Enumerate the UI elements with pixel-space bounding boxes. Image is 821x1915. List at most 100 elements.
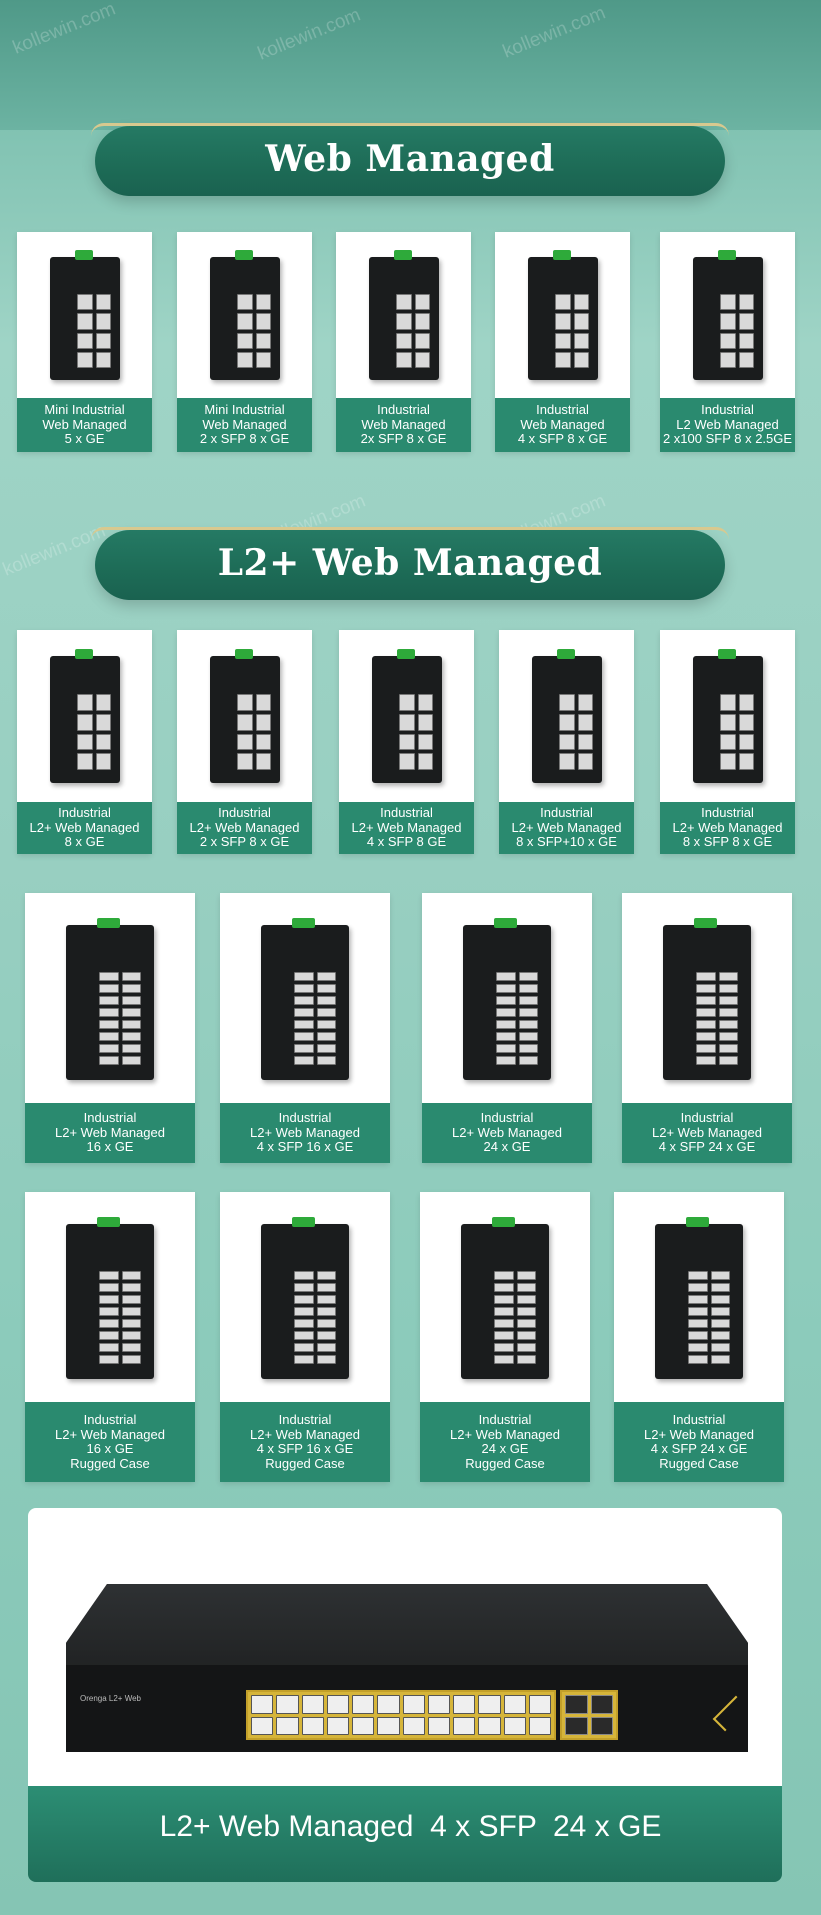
featured-sfp-ports bbox=[560, 1690, 618, 1740]
ethernet-port bbox=[77, 313, 93, 330]
ethernet-port bbox=[516, 1295, 536, 1304]
ethernet-port bbox=[77, 733, 93, 751]
ethernet-port bbox=[710, 1295, 730, 1304]
ethernet-port bbox=[696, 1056, 716, 1065]
ethernet-port bbox=[301, 1695, 324, 1714]
product-label-line: 16 x GE bbox=[86, 1441, 134, 1456]
switch-device-icon bbox=[663, 918, 751, 1080]
ethernet-port bbox=[516, 1283, 536, 1292]
ethernet-port bbox=[77, 332, 93, 349]
ethernet-port bbox=[559, 713, 575, 731]
ethernet-port bbox=[738, 713, 754, 731]
ethernet-port bbox=[294, 1295, 314, 1304]
ethernet-ports bbox=[77, 294, 111, 368]
ethernet-port bbox=[99, 1056, 119, 1065]
product-image bbox=[25, 1192, 195, 1402]
ethernet-port bbox=[294, 972, 314, 981]
ethernet-port bbox=[516, 1343, 536, 1352]
section-banner-l2plus: L2+ Web Managed bbox=[91, 527, 729, 600]
ethernet-ports bbox=[720, 294, 754, 368]
product-image bbox=[336, 232, 471, 398]
product-label-line: Mini Industrial bbox=[204, 402, 285, 418]
ethernet-ports bbox=[99, 1271, 141, 1364]
ethernet-port bbox=[738, 351, 754, 368]
ethernet-port bbox=[738, 733, 754, 751]
ethernet-port bbox=[696, 972, 716, 981]
product-label-line: Industrial bbox=[218, 805, 271, 821]
ethernet-port bbox=[255, 733, 271, 751]
ethernet-port bbox=[516, 1355, 536, 1364]
ethernet-port bbox=[688, 1331, 708, 1340]
product-label-line: Web Managed bbox=[202, 416, 287, 432]
ethernet-port bbox=[688, 1307, 708, 1316]
ethernet-port bbox=[316, 1331, 336, 1340]
ethernet-port bbox=[414, 294, 430, 311]
ethernet-port bbox=[573, 351, 589, 368]
ethernet-port bbox=[518, 996, 538, 1005]
ethernet-port bbox=[99, 1307, 119, 1316]
ethernet-port bbox=[478, 1716, 501, 1735]
ethernet-port bbox=[738, 294, 754, 311]
product-label-line: L2+ Web Managed bbox=[450, 1426, 560, 1442]
ethernet-port bbox=[99, 1319, 119, 1328]
ethernet-port bbox=[95, 294, 111, 311]
ethernet-port bbox=[294, 1056, 314, 1065]
featured-caption: L2+ Web Managed 4 x SFP 24 x GE bbox=[159, 1810, 662, 1843]
product-image bbox=[220, 1192, 390, 1402]
ethernet-port bbox=[573, 332, 589, 349]
ethernet-port bbox=[720, 294, 736, 311]
product-label-line: 4 x SFP 24 x GE bbox=[650, 1441, 748, 1456]
product-image bbox=[177, 232, 312, 398]
ethernet-port bbox=[121, 1271, 141, 1280]
ethernet-port bbox=[99, 1283, 119, 1292]
switch-device-icon bbox=[50, 250, 120, 380]
ethernet-port bbox=[326, 1716, 349, 1735]
ethernet-port bbox=[377, 1695, 400, 1714]
section-banner-web-managed: Web Managed bbox=[91, 123, 729, 196]
ethernet-port bbox=[95, 351, 111, 368]
ethernet-port bbox=[251, 1716, 274, 1735]
product-label-line: 4 x SFP 16 x GE bbox=[256, 1441, 354, 1456]
ethernet-port bbox=[251, 1695, 274, 1714]
ethernet-port bbox=[518, 984, 538, 993]
ethernet-port bbox=[377, 1716, 400, 1735]
product-label-line: Industrial bbox=[680, 1110, 734, 1126]
ethernet-port bbox=[294, 1008, 314, 1017]
product-label-line: 4 x SFP 16 x GE bbox=[256, 1139, 354, 1155]
ethernet-port bbox=[417, 694, 433, 711]
ethernet-port bbox=[316, 984, 336, 993]
ethernet-port bbox=[255, 753, 271, 770]
ethernet-port bbox=[255, 294, 271, 311]
ethernet-port bbox=[77, 694, 93, 711]
ethernet-port bbox=[121, 1020, 141, 1029]
switch-device-icon bbox=[461, 1217, 549, 1379]
ethernet-port bbox=[396, 294, 412, 311]
top-band bbox=[0, 0, 821, 130]
ethernet-port bbox=[276, 1716, 299, 1735]
product-label-line: Industrial bbox=[480, 1110, 534, 1126]
ethernet-port bbox=[399, 753, 415, 770]
ethernet-port bbox=[555, 332, 571, 349]
product-label-line: L2+ Web Managed bbox=[511, 819, 622, 835]
